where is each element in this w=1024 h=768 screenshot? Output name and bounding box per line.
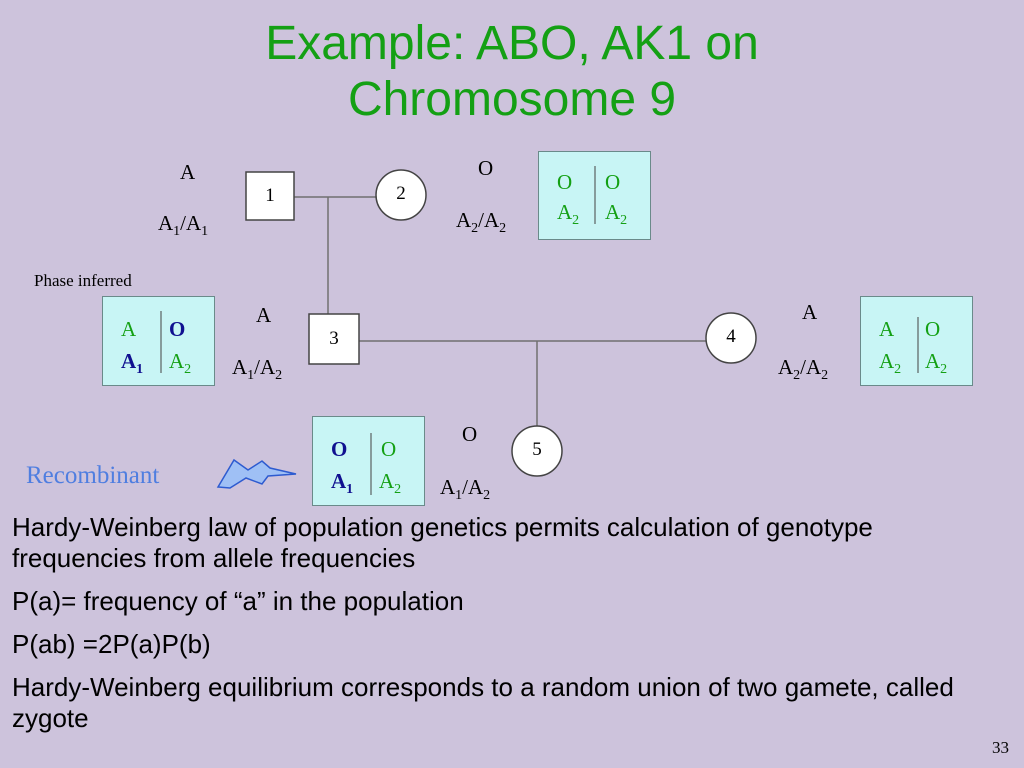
slide-title: Example: ABO, AK1 on Chromosome 9 [0, 16, 1024, 128]
individual-4-phenotype: A [802, 300, 818, 324]
individual-2-number: 2 [396, 183, 406, 204]
individual-1-number: 1 [265, 185, 275, 206]
haplotype-box-5: O O A1 A2 [312, 416, 425, 506]
individual-2-circle [375, 169, 427, 221]
haplotype-3-bottom-right: A2 [169, 349, 192, 378]
individual-2-phenotype: O [478, 156, 494, 180]
haplotype-2-top-right: O [605, 170, 621, 194]
haplotype-3-top-left: A [121, 317, 137, 341]
individual-5-genotype: A1/A2 [440, 475, 491, 504]
haplotype-5-top-left: O [331, 437, 348, 461]
haplotype-4-bottom-right: A2 [925, 349, 948, 378]
title-line-1: Example: ABO, AK1 on [265, 17, 759, 70]
bullet-3: P(ab) =2P(a)P(b) [12, 629, 211, 659]
individual-1-square [245, 171, 295, 221]
haplotype-4-bottom-left: A2 [879, 349, 902, 378]
individual-1-phenotype: A [180, 160, 196, 184]
pedigree-lines [294, 196, 706, 427]
lightning-bolt-icon [216, 458, 297, 489]
haplotype-3-bottom-left: A1 [121, 349, 144, 378]
bullet-2: P(a)= frequency of “a” in the population [12, 586, 464, 616]
bullet-list: Hardy-Weinberg law of population genetic… [12, 512, 1012, 746]
individual-5-phenotype: O [462, 422, 478, 446]
haplotype-box-2: O O A2 A2 [538, 151, 651, 240]
phase-inferred-label: Phase inferred [34, 271, 132, 290]
bullet-1: Hardy-Weinberg law of population genetic… [12, 512, 873, 573]
individual-5-circle [511, 425, 563, 477]
individual-3-number: 3 [329, 328, 339, 349]
individual-2-genotype: A2/A2 [456, 208, 507, 237]
haplotype-4-top-left: A [879, 317, 895, 341]
individual-5-number: 5 [532, 439, 542, 460]
haplotype-3-top-right: O [169, 317, 186, 341]
individual-4-genotype: A2/A2 [778, 355, 829, 384]
individual-4-circle [705, 312, 757, 364]
individual-3-square [308, 313, 360, 365]
recombinant-label: Recombinant [26, 462, 160, 489]
haplotype-5-bottom-right: A2 [379, 469, 402, 498]
haplotype-5-top-right: O [381, 437, 397, 461]
haplotype-box-3: A O A1 A2 [102, 296, 215, 386]
individual-3-phenotype: A [256, 303, 272, 327]
page-number: 33 [992, 738, 1009, 757]
title-line-2: Chromosome 9 [347, 73, 677, 126]
haplotype-box-4: A O A2 A2 [860, 296, 973, 386]
individual-3-genotype: A1/A2 [232, 355, 283, 384]
bullet-4: Hardy-Weinberg equilibrium corresponds t… [12, 672, 954, 733]
individual-1-genotype: A1/A1 [158, 211, 209, 240]
haplotype-5-bottom-left: A1 [331, 469, 354, 498]
individual-4-number: 4 [726, 326, 736, 347]
haplotype-2-top-left: O [557, 170, 573, 194]
haplotype-4-top-right: O [925, 317, 941, 341]
haplotype-2-bottom-right: A2 [605, 200, 628, 229]
haplotype-2-bottom-left: A2 [557, 200, 580, 229]
